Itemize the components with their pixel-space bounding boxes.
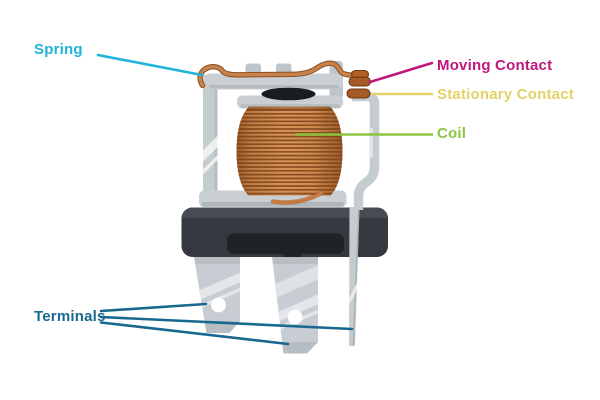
coil-graphic [236,106,343,205]
leader-line-moving-contact [368,61,434,84]
leader-line-spring [96,53,204,77]
leader-line-terminal-1 [99,302,208,313]
leader-line-terminal-3 [99,321,290,346]
frame-left-post-highlight [203,88,218,193]
core-top [261,87,316,101]
coil-windings [236,109,343,195]
terminal-hole-right [287,309,303,325]
terminal-blade-right [272,257,318,354]
spring-wire [197,60,358,89]
contact-support-rod [352,91,380,210]
frame [203,61,343,193]
terminal-hole-left [211,297,226,313]
stationary-contact [346,88,371,99]
label-spring: Spring [34,41,83,58]
coil-lead-wire [271,190,324,205]
label-terminals: Terminals [34,308,106,325]
label-moving-contact: Moving Contact [437,57,553,74]
relay-base [181,207,388,264]
label-coil: Coil [437,125,467,142]
label-stationary-contact: Stationary Contact [437,86,574,103]
leader-lines [96,53,434,346]
base-inset [227,233,344,254]
moving-contact [348,69,372,87]
armature-top-bar-shade [209,85,339,89]
leader-line-terminal-2 [99,315,354,331]
terminal-pin [349,207,360,346]
